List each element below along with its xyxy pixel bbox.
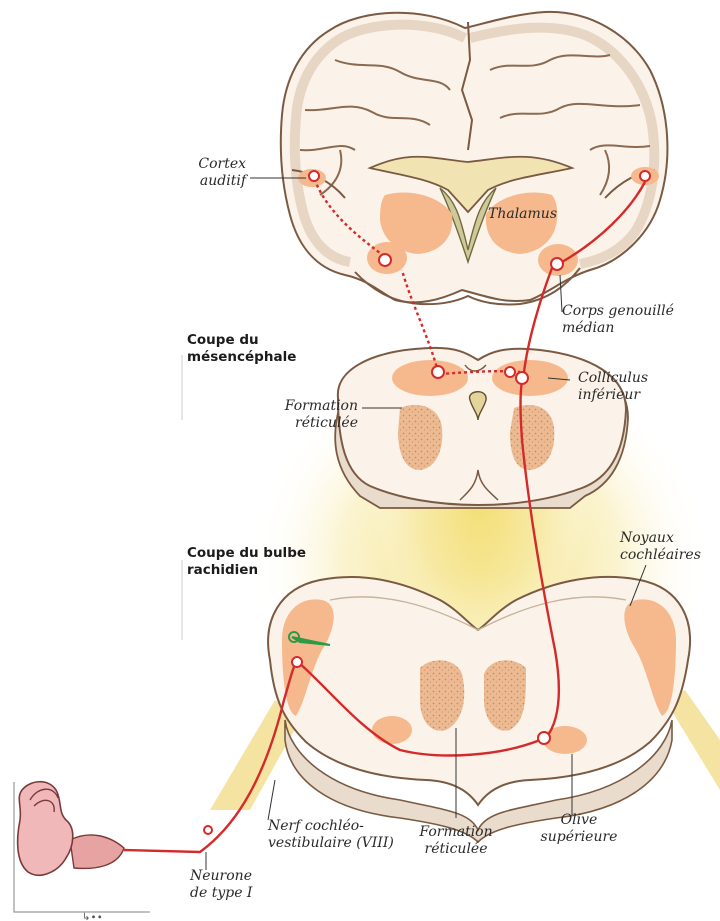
synapse-colliculus-right-2	[505, 367, 515, 377]
label-section-mesencephale: Coupe du mésencéphale	[187, 332, 296, 366]
label-olive-superieure: Olive supérieure	[534, 812, 624, 846]
synapse-olive-right	[538, 732, 550, 744]
synapse-cochlear-left	[292, 657, 302, 667]
label-formation-reticulee-top: Formation réticulée	[258, 398, 358, 432]
label-noyaux-line2: cochléaires	[620, 547, 701, 564]
label-mesencephale-line2: mésencéphale	[187, 349, 296, 366]
superior-olive-left	[372, 716, 412, 744]
synapse-cortex-left	[309, 171, 319, 181]
label-colliculus: Colliculus inférieur	[578, 370, 648, 404]
label-formation-top-line1: Formation	[258, 398, 358, 415]
ear-canal	[70, 835, 124, 869]
inner-ear	[18, 782, 73, 875]
label-olive-line1: Olive	[534, 812, 624, 829]
label-formation-top-line2: réticulée	[258, 415, 358, 432]
inferior-colliculus-right	[492, 360, 568, 396]
label-formation-bottom-line1: Formation	[410, 824, 502, 841]
label-nerf-line2: vestibulaire (VIII)	[268, 835, 394, 852]
synapse-mgb-left	[379, 254, 391, 266]
ear-illustration: ↳∙∙	[14, 782, 150, 921]
label-neurone-line2: de type I	[190, 885, 252, 902]
synapse-spiral-ganglion	[204, 826, 212, 834]
label-colliculus-line1: Colliculus	[578, 370, 648, 387]
synapse-cortex-right	[640, 171, 650, 181]
label-neurone-type-1: Neurone de type I	[190, 868, 252, 902]
label-cortex-auditif: Cortex auditif	[166, 156, 246, 190]
label-noyaux-cochleaires: Noyaux cochléaires	[620, 530, 701, 564]
label-nerf-line1: Nerf cochléo-	[268, 818, 394, 835]
synapse-mgb-right	[551, 258, 563, 270]
label-corps-line2: médian	[562, 320, 674, 337]
ear-scale-glyph: ↳∙∙	[82, 912, 103, 921]
leader-nerf	[268, 780, 275, 820]
label-noyaux-line1: Noyaux	[620, 530, 701, 547]
label-bulbe-line2: rachidien	[187, 562, 306, 579]
label-colliculus-line2: inférieur	[578, 387, 648, 404]
label-neurone-line1: Neurone	[190, 868, 252, 885]
label-formation-bottom-line2: réticulée	[410, 841, 502, 858]
synapse-colliculus-right-1	[516, 372, 528, 384]
label-corps-genouille: Corps genouillé médian	[562, 303, 674, 337]
synapse-colliculus-left	[432, 366, 444, 378]
label-cortex-line1: Cortex	[166, 156, 246, 173]
label-olive-line2: supérieure	[534, 829, 624, 846]
label-mesencephale-line1: Coupe du	[187, 332, 296, 349]
label-cortex-line2: auditif	[166, 173, 246, 190]
brain-section	[281, 12, 668, 305]
label-formation-reticulee-bottom: Formation réticulée	[410, 824, 502, 858]
label-thalamus: Thalamus	[488, 206, 557, 223]
inferior-colliculus-left	[392, 360, 468, 396]
label-thalamus-text: Thalamus	[488, 206, 557, 223]
label-bulbe-line1: Coupe du bulbe	[187, 545, 306, 562]
label-corps-line1: Corps genouillé	[562, 303, 674, 320]
label-section-bulbe: Coupe du bulbe rachidien	[187, 545, 306, 579]
label-nerf-cochleo-vestibulaire: Nerf cochléo- vestibulaire (VIII)	[268, 818, 394, 852]
